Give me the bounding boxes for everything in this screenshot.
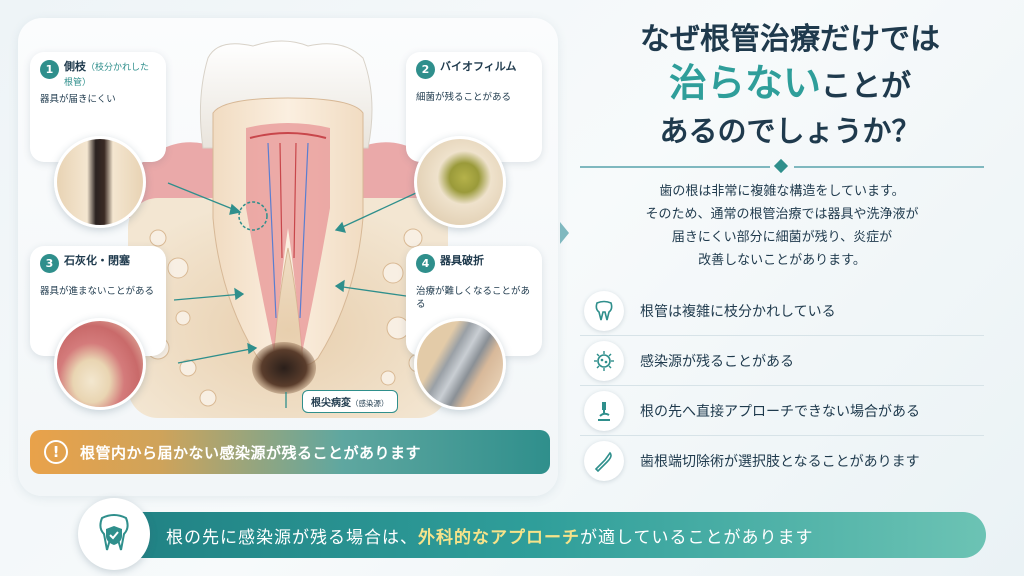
chevron-right-icon (560, 222, 569, 244)
number-badge: 1 (40, 60, 59, 79)
illustration-panel: 1 側枝（枝分かれした根管） 器具が届きにくい 2 バイオフィルム 細菌が残るこ… (18, 18, 558, 496)
bacteria-icon (584, 340, 624, 381)
broken-instrument-closeup-image (414, 318, 506, 410)
title-highlight: 治らない (668, 60, 821, 105)
key-points-list: 根管は複雑に枝分かれしている 感染源が残ることがある 根の先へ直接アプローチでき… (580, 286, 984, 486)
warning-text: 根管内から届かない感染源が残ることがあります (80, 443, 422, 462)
card-title: 側枝 (64, 60, 86, 73)
card-title: 石灰化・閉塞 (64, 254, 130, 267)
page-title: なぜ根管治療だけでは 治らないことが あるのでしょうか？ (640, 22, 940, 148)
number-badge: 4 (416, 254, 435, 273)
divider (580, 158, 984, 174)
number-badge: 2 (416, 60, 435, 79)
card-description: 治療が難しくなることがある (416, 286, 531, 310)
number-badge: 3 (40, 254, 59, 273)
description: 歯の根は非常に複雑な構造をしています。 そのため、通常の根管治療では器具や洗浄液… (645, 184, 919, 268)
warning-banner: ! 根管内から届かない感染源が残ることがあります (30, 430, 550, 474)
lesion-label: 根尖病変（感染源） (302, 390, 398, 413)
lateral-canal-closeup-image (54, 136, 146, 228)
card-title: バイオフィルム (440, 60, 517, 73)
card-description: 器具が進まないことがある (40, 286, 155, 297)
tooth-shield-icon (78, 498, 150, 570)
calcification-closeup-image (54, 318, 146, 410)
list-item: 根管は複雑に枝分かれしている (580, 286, 984, 336)
card-title: 器具破折 (440, 254, 484, 267)
list-item: 歯根端切除術が選択肢となることがあります (580, 436, 984, 486)
card-subtitle: （枝分かれした根管） (64, 63, 150, 88)
bottom-message: 根の先に感染源が残る場合は、外科的なアプローチが適していることがあります (166, 527, 814, 548)
bottom-banner: 根の先に感染源が残る場合は、外科的なアプローチが適していることがあります (82, 512, 986, 558)
exclamation-icon: ! (44, 440, 68, 464)
card-description: 器具が届きにくい (40, 94, 116, 105)
microscope-icon (584, 390, 624, 431)
list-item: 根の先へ直接アプローチできない場合がある (580, 386, 984, 436)
scalpel-icon (584, 441, 624, 481)
tooth-icon (584, 290, 624, 331)
tooth-cross-section-illustration (128, 40, 448, 418)
bottom-highlight: 外科的なアプローチ (418, 527, 580, 548)
list-item: 感染源が残ることがある (580, 336, 984, 386)
biofilm-closeup-image (414, 136, 506, 228)
explanation-panel: なぜ根管治療だけでは 治らないことが あるのでしょうか？ 歯の根は非常に複雑な構… (580, 20, 1000, 481)
card-description: 細菌が残ることがある (416, 92, 512, 103)
